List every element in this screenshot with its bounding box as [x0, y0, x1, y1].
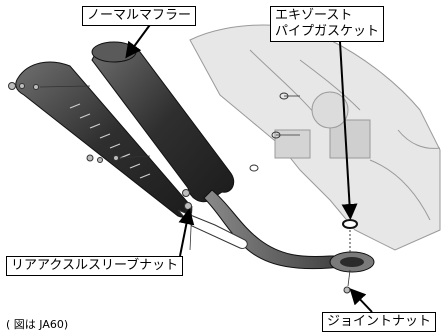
arrow-icon — [125, 21, 373, 313]
motorcycle-frame — [189, 24, 441, 251]
exhaust-pipe-gasket-label-line2: パイプガスケット — [275, 24, 380, 39]
normal-muffler-label: ノーマルマフラー — [82, 6, 197, 26]
muffler-bracket — [177, 209, 248, 249]
exhaust-pipe — [203, 189, 375, 273]
rear-axle-sleeve-nut-label: リアアクスルスリーブナット — [6, 256, 184, 276]
figure-note: ( 図は JA60) — [6, 318, 69, 331]
washer-icon — [249, 92, 289, 172]
exhaust-pipe-gasket-label: エキゾースト パイプガスケット — [270, 6, 385, 42]
joint-nut-label: ジョイントナット — [322, 312, 437, 332]
vent-slots — [69, 103, 151, 179]
gasket-icon — [342, 219, 358, 252]
exhaust-pipe-gasket-label-line1: エキゾースト — [275, 8, 353, 23]
normal-muffler — [91, 41, 235, 203]
